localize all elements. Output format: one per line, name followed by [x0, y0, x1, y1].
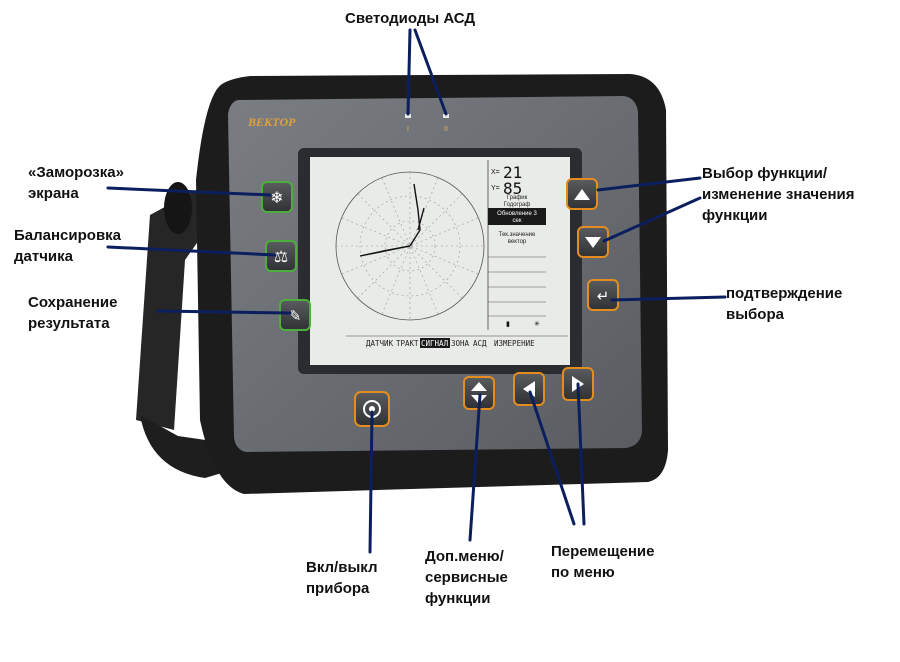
callout-extra-menu-line3: функции — [425, 590, 491, 607]
down-button[interactable] — [577, 226, 609, 258]
led-2 — [443, 114, 449, 118]
callout-balance-line1: Балансировка — [14, 227, 122, 244]
bottom-menu-item: СИГНАЛ — [421, 339, 448, 348]
callout-save-line1: Сохранение — [28, 294, 118, 311]
brand-logo: ВЕКТОР — [247, 115, 296, 129]
bottom-menu-item: ТРАКТ — [396, 339, 419, 348]
callout-confirm-line1: подтверждение — [726, 285, 843, 302]
callout-extra-menu: Доп.меню/ сервисные функции — [425, 546, 508, 609]
callout-save: Сохранение результата — [28, 292, 118, 334]
callout-navigate-line2: по меню — [551, 564, 615, 581]
callout-power: Вкл/выкл прибора — [306, 557, 377, 599]
menu-item-text: Тек.значение — [499, 232, 536, 238]
menu-item-highlight — [488, 208, 546, 225]
callout-freeze-line1: «Заморозка» — [28, 164, 124, 181]
bottom-menu-item: ИЗМЕРЕНИЕ — [494, 339, 535, 348]
hodograph-plot — [335, 171, 485, 321]
callout-leds: Светодиоды АСД — [345, 10, 476, 27]
callout-navigate-line1: Перемещение — [551, 543, 655, 560]
callout-confirm: подтверждение выбора — [726, 283, 842, 325]
bottom-menu-item: ЗОНА — [451, 339, 470, 348]
x-readout-label: X= — [491, 169, 500, 176]
menu-item-text: Годограф — [504, 202, 531, 208]
triangle-down-icon — [585, 237, 601, 248]
callout-extra-menu-line2: сервисные — [425, 569, 508, 586]
callout-balance: Балансировка датчика — [14, 225, 121, 267]
save-button[interactable]: ✎ — [279, 299, 311, 331]
callout-freeze: «Заморозка» экрана — [28, 162, 124, 204]
callout-freeze-line2: экрана — [28, 185, 79, 202]
y-readout-label: Y= — [491, 185, 500, 192]
callout-save-line2: результата — [28, 315, 110, 332]
snowflake-icon: ❄ — [270, 188, 283, 207]
up-button[interactable] — [566, 178, 598, 210]
enter-icon: ↵ — [597, 287, 610, 305]
x-readout-value: 21 — [503, 163, 522, 182]
callout-navigate: Перемещение по меню — [551, 541, 655, 583]
up-down-icon — [471, 382, 487, 404]
bottom-menu-highlight — [420, 338, 450, 348]
left-button[interactable] — [513, 372, 545, 406]
callout-confirm-line2: выбора — [726, 306, 784, 323]
leader-lines — [106, 28, 727, 554]
menu-item-text: График — [507, 195, 528, 201]
menu-item-text: Обновление 3 — [497, 211, 537, 217]
led-1 — [405, 114, 411, 118]
callout-select-line2: изменение значения — [702, 186, 855, 203]
power-button[interactable] — [354, 391, 390, 427]
callout-select: Выбор функции/ изменение значения функци… — [702, 163, 855, 226]
callout-balance-line2: датчика — [14, 248, 73, 265]
led-2-marker: II — [444, 126, 448, 133]
callout-select-line3: функции — [702, 207, 768, 224]
callout-extra-menu-line1: Доп.меню/ — [425, 548, 504, 565]
led-1-marker: I — [407, 126, 409, 133]
confirm-button[interactable]: ↵ — [587, 279, 619, 311]
y-readout-value: 85 — [503, 179, 522, 198]
signal-trace — [359, 183, 425, 257]
callout-power-line2: прибора — [306, 580, 370, 597]
freeze-button[interactable]: ❄ — [261, 181, 293, 213]
bottom-menu-item: ДАТЧИК — [366, 339, 394, 348]
pencil-icon: ✎ — [289, 307, 302, 325]
led-indicators: I II — [405, 114, 449, 133]
callout-power-line1: Вкл/выкл — [306, 559, 378, 576]
battery-icon: ▮ — [506, 321, 510, 328]
scales-icon: ⚖ — [274, 247, 288, 266]
menu-item-text: вектор — [508, 239, 527, 245]
callout-select-line1: Выбор функции/ — [702, 165, 828, 182]
status-icon: ✳ — [534, 320, 540, 328]
triangle-up-icon — [574, 189, 590, 200]
lcd-screen — [310, 157, 570, 365]
bottom-menu-item: АСД — [473, 339, 487, 348]
triangle-left-icon — [523, 381, 535, 397]
menu-item-text: сек — [513, 218, 522, 224]
